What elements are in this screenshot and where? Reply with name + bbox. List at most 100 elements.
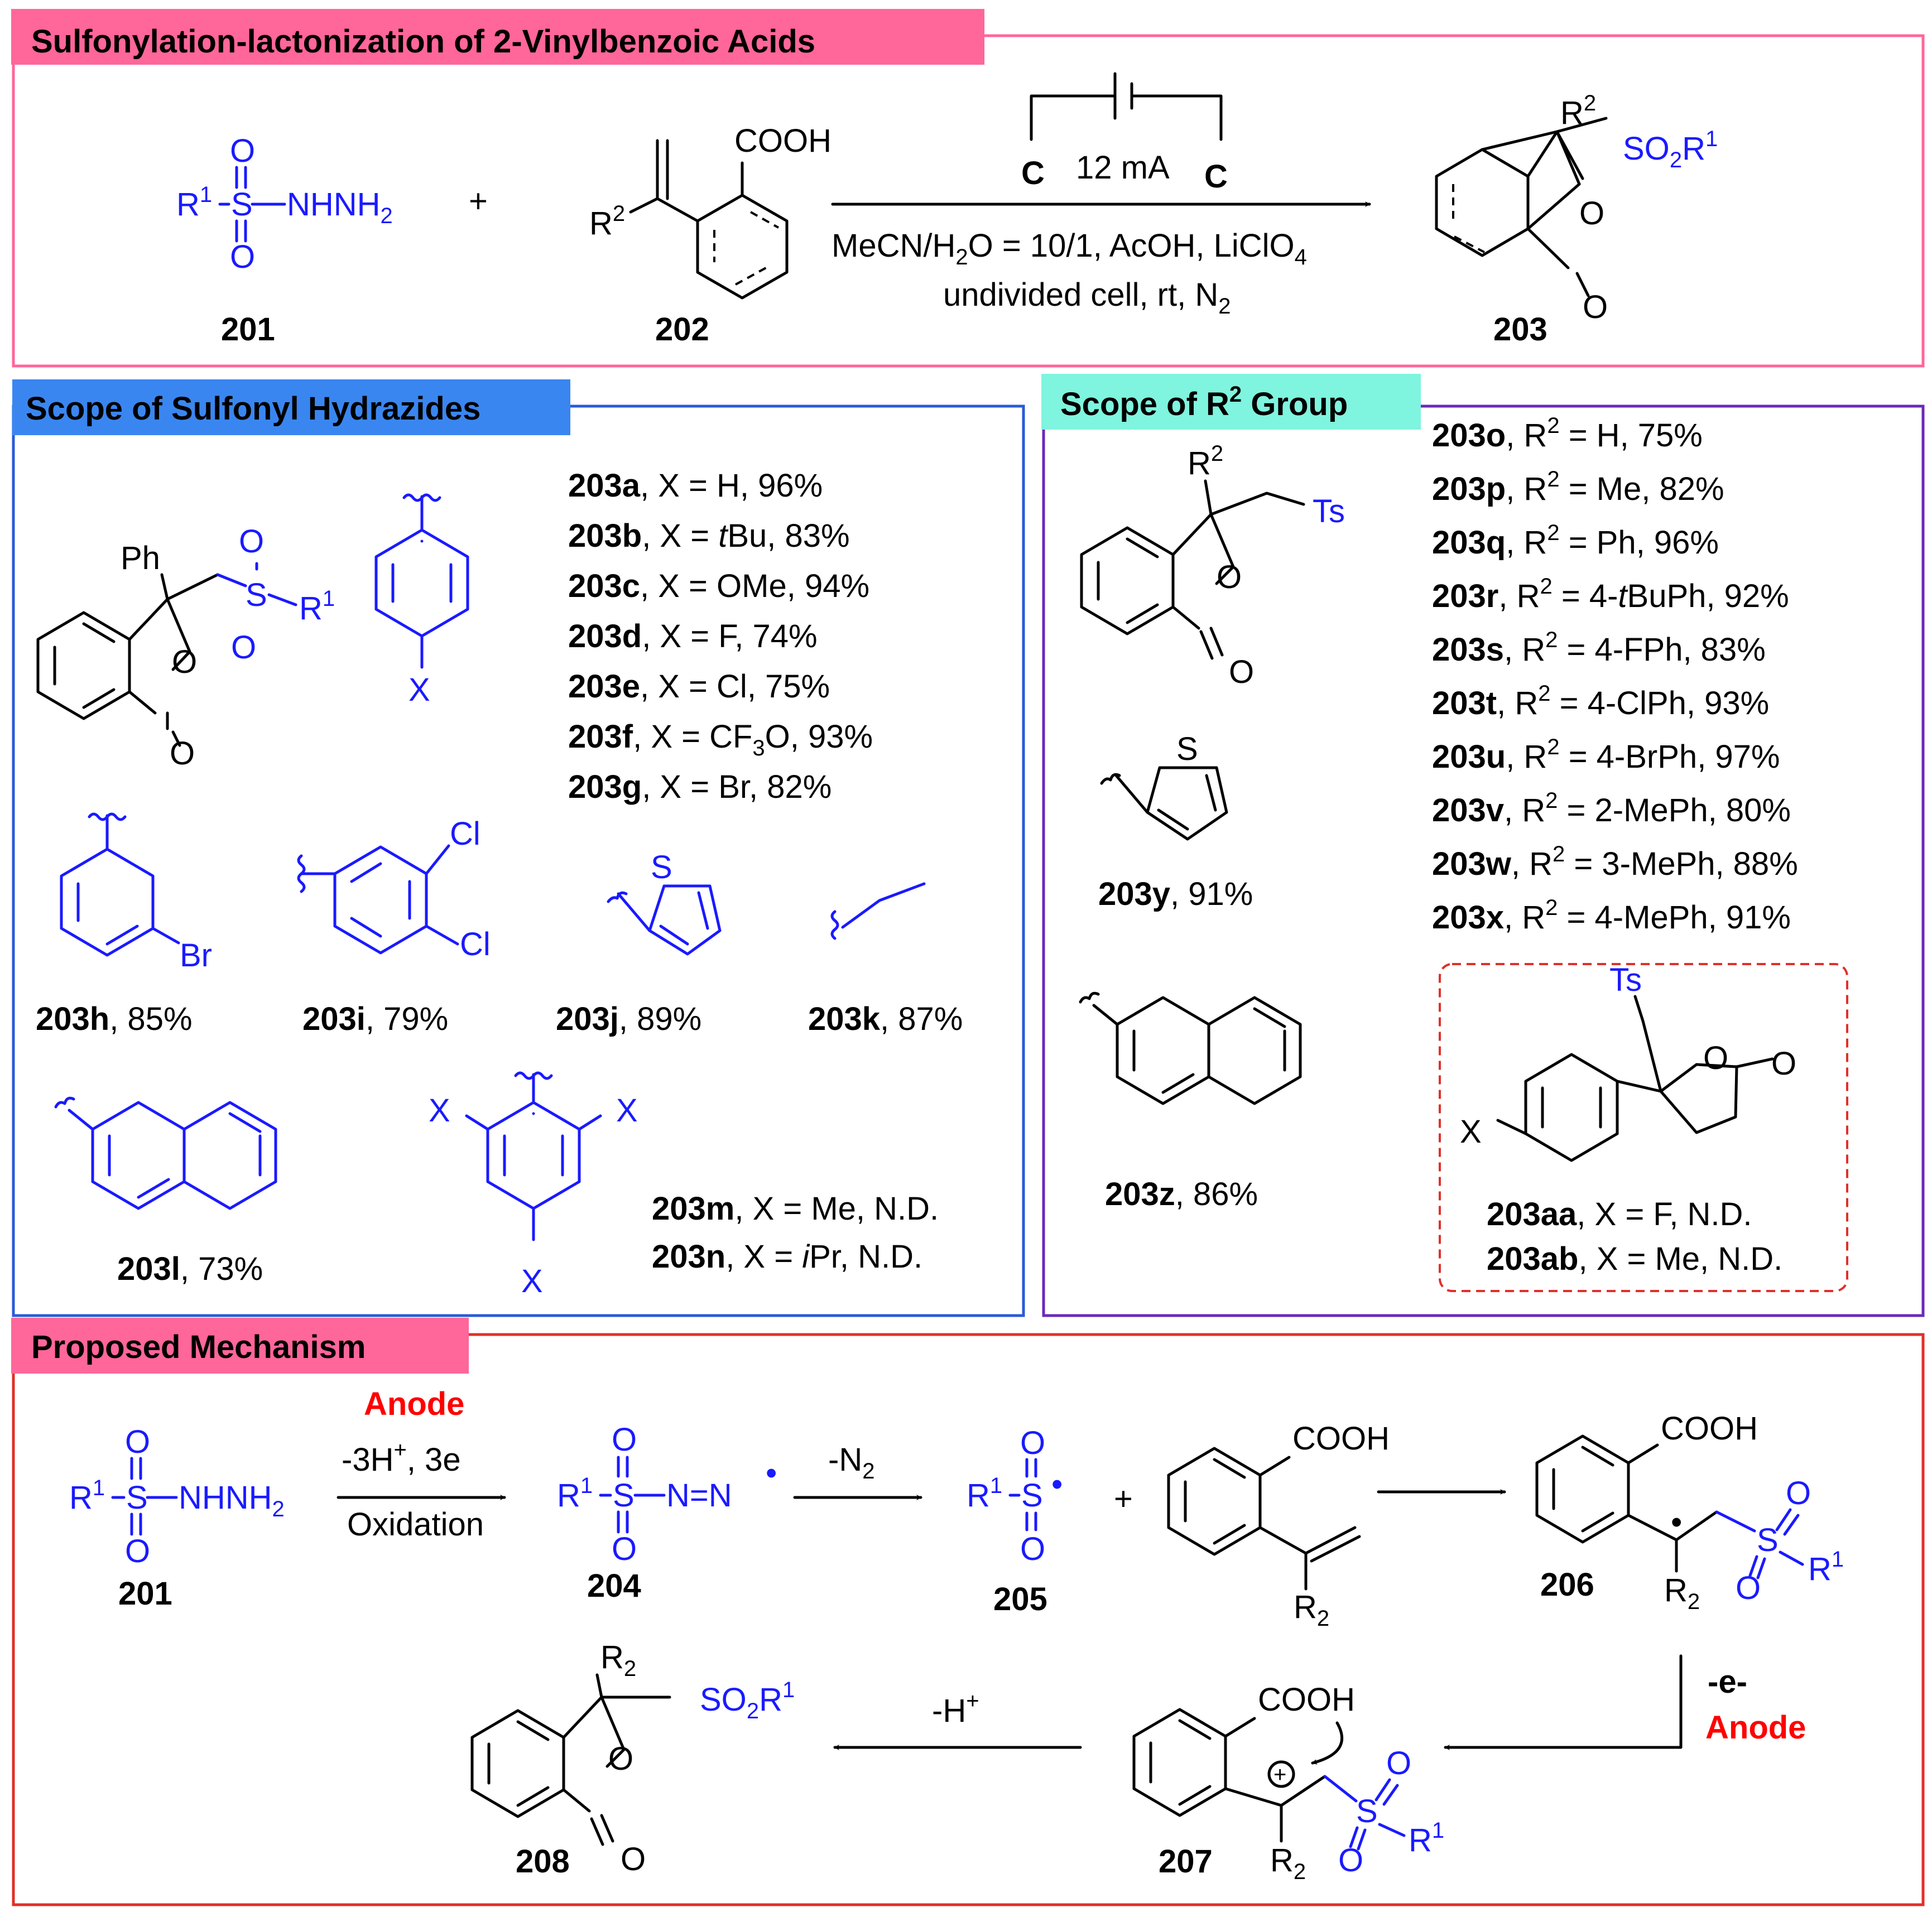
svg-text:12 mA: 12 mA	[1076, 150, 1170, 186]
svg-text:203j, 89%: 203j, 89%	[556, 1001, 701, 1037]
header-bg-3	[1041, 374, 1421, 430]
header-bg-2	[12, 379, 570, 435]
svg-text:O: O	[1386, 1745, 1411, 1781]
svg-text:X: X	[521, 1263, 543, 1299]
label-202: 202	[655, 311, 709, 348]
svg-text:Ts: Ts	[1313, 493, 1345, 529]
svg-text:Cl: Cl	[450, 816, 480, 852]
compound-202: COOH R2	[589, 123, 832, 300]
svg-text:O: O	[1703, 1040, 1728, 1076]
svg-text:S: S	[1356, 1793, 1378, 1829]
svg-text:203ab, X = Me, N.D.: 203ab, X = Me, N.D.	[1487, 1241, 1782, 1277]
svg-text:O: O	[1229, 654, 1254, 690]
arrow-step4	[1444, 1654, 1683, 1750]
svg-text:203a, X = H, 96%: 203a, X = H, 96%	[568, 468, 823, 504]
svg-text:O: O	[1583, 289, 1608, 325]
svg-text:203v, R2 = 2-MePh, 80%: 203v, R2 = 2-MePh, 80%	[1432, 788, 1791, 829]
compound-201: R1 S NHNH2 O O	[176, 133, 393, 275]
svg-text:NHNH2: NHNH2	[179, 1480, 285, 1521]
svg-text:O: O	[125, 1533, 150, 1569]
svg-text:R1: R1	[176, 182, 212, 223]
svg-text:S: S	[1021, 1477, 1043, 1514]
svg-text:203b, X = tBu, 83%: 203b, X = tBu, 83%	[568, 518, 850, 554]
header-bg-1	[11, 9, 984, 65]
svg-text:203w, R2 = 3-MePh, 88%: 203w, R2 = 3-MePh, 88%	[1432, 842, 1798, 882]
svg-text:R1: R1	[299, 586, 335, 627]
svg-text:X: X	[616, 1092, 638, 1129]
svg-text:203t, R2 = 4-ClPh, 93%: 203t, R2 = 4-ClPh, 93%	[1432, 681, 1769, 721]
svg-text:O: O	[621, 1841, 646, 1877]
header-mechanism: Proposed Mechanism	[31, 1329, 366, 1365]
svg-text:R1: R1	[69, 1476, 105, 1516]
step2-label: -N2	[828, 1442, 874, 1483]
svg-text:•: •	[1671, 1504, 1682, 1540]
header-bg-4	[11, 1318, 469, 1374]
svg-text:S: S	[651, 849, 672, 885]
svg-text:C: C	[1021, 155, 1045, 191]
svg-text:Br: Br	[180, 937, 212, 974]
svg-text:203m, X = Me, N.D.: 203m, X = Me, N.D.	[652, 1191, 939, 1227]
svg-text:•: •	[766, 1455, 777, 1491]
header-sulfonyl-scope: Scope of Sulfonyl Hydrazides	[26, 391, 480, 427]
anode-label-top: Anode	[364, 1386, 464, 1422]
compound-203aa-structure: X O O Ts	[1460, 962, 1796, 1162]
label-203l: 203l, 73%	[117, 1251, 263, 1287]
svg-text:O: O	[172, 644, 197, 680]
svg-text:O: O	[612, 1531, 637, 1567]
scope2-list: 203o, R2 = H, 75% 203p, R2 = Me, 82% 203…	[1432, 413, 1798, 936]
svg-text:+: +	[1273, 1762, 1286, 1787]
mech-206: COOH • R2 S O O R1	[1535, 1410, 1844, 1614]
step1-bottom: Oxidation	[347, 1506, 484, 1543]
aryl-para-x: X	[374, 493, 469, 708]
svg-text:S: S	[1176, 731, 1198, 767]
electrochem-cell: C 12 mA C	[1021, 72, 1228, 195]
sulfonyl-scope-frame	[12, 404, 1025, 1317]
svg-text:O: O	[608, 1741, 633, 1777]
svg-text:203x, R2 = 4-MePh, 91%: 203x, R2 = 4-MePh, 91%	[1432, 895, 1791, 936]
svg-text:NHNH2: NHNH2	[287, 186, 393, 228]
svg-text:O: O	[1786, 1475, 1811, 1511]
mech-207: COOH + R2 S O O R1	[1132, 1682, 1444, 1884]
svg-text:COOH: COOH	[1661, 1410, 1758, 1447]
svg-text:203aa, X = F, N.D.: 203aa, X = F, N.D.	[1487, 1196, 1752, 1232]
svg-text:O: O	[125, 1424, 150, 1460]
svg-text:COOH: COOH	[734, 123, 832, 159]
svg-text:S: S	[1757, 1522, 1779, 1558]
mech-201: R1 S NHNH2 O O	[69, 1424, 285, 1569]
failed-substrates-box	[1439, 963, 1848, 1292]
svg-text:O: O	[612, 1422, 637, 1458]
aryl-2-thienyl: S	[607, 849, 722, 956]
svg-text:203u, R2 = 4-BrPh, 97%: 203u, R2 = 4-BrPh, 97%	[1432, 735, 1780, 775]
svg-text:R2: R2	[1294, 1589, 1329, 1631]
svg-text:O: O	[1020, 1425, 1045, 1461]
svg-text:X: X	[408, 672, 430, 708]
svg-text:COOH: COOH	[1258, 1682, 1355, 1718]
svg-text:O: O	[1217, 559, 1242, 595]
svg-text:R2: R2	[1188, 441, 1223, 481]
mech-label-207: 207	[1159, 1843, 1213, 1880]
svg-text:X: X	[1460, 1114, 1482, 1150]
svg-text:203r, R2 = 4-tBuPh, 92%: 203r, R2 = 4-tBuPh, 92%	[1432, 574, 1789, 614]
svg-text:203k, 87%: 203k, 87%	[808, 1001, 963, 1037]
scope1-mn-list: 203m, X = Me, N.D. 203n, X = iPr, N.D.	[652, 1191, 939, 1275]
mech-208: O O R2 SO2R1	[470, 1639, 795, 1877]
scope2-core-structure: O O R2 Ts	[1080, 441, 1345, 690]
svg-text:R2: R2	[600, 1639, 636, 1681]
svg-text:O: O	[1579, 195, 1604, 232]
plus-sign: +	[469, 183, 488, 219]
conditions-1: MeCN/H2O = 10/1, AcOH, LiClO4	[832, 228, 1307, 269]
svg-text:O: O	[1771, 1046, 1796, 1082]
svg-text:203d, X = F, 74%: 203d, X = F, 74%	[568, 618, 818, 654]
svg-text:S: S	[126, 1480, 148, 1516]
minus-e-label: -e-	[1708, 1664, 1747, 1700]
r2-scope-frame	[1042, 404, 1925, 1317]
mech-plus: +	[1114, 1481, 1133, 1517]
aryl-3-bromo: Br	[60, 812, 212, 974]
mech-label-206: 206	[1540, 1567, 1594, 1603]
svg-text:X: X	[429, 1092, 450, 1129]
svg-text:203o, R2 = H, 75%: 203o, R2 = H, 75%	[1432, 413, 1703, 454]
svg-text:Ph: Ph	[121, 540, 160, 576]
svg-text:S: S	[246, 577, 267, 613]
header-r2-scope: Scope of R2 Group	[1060, 382, 1348, 422]
